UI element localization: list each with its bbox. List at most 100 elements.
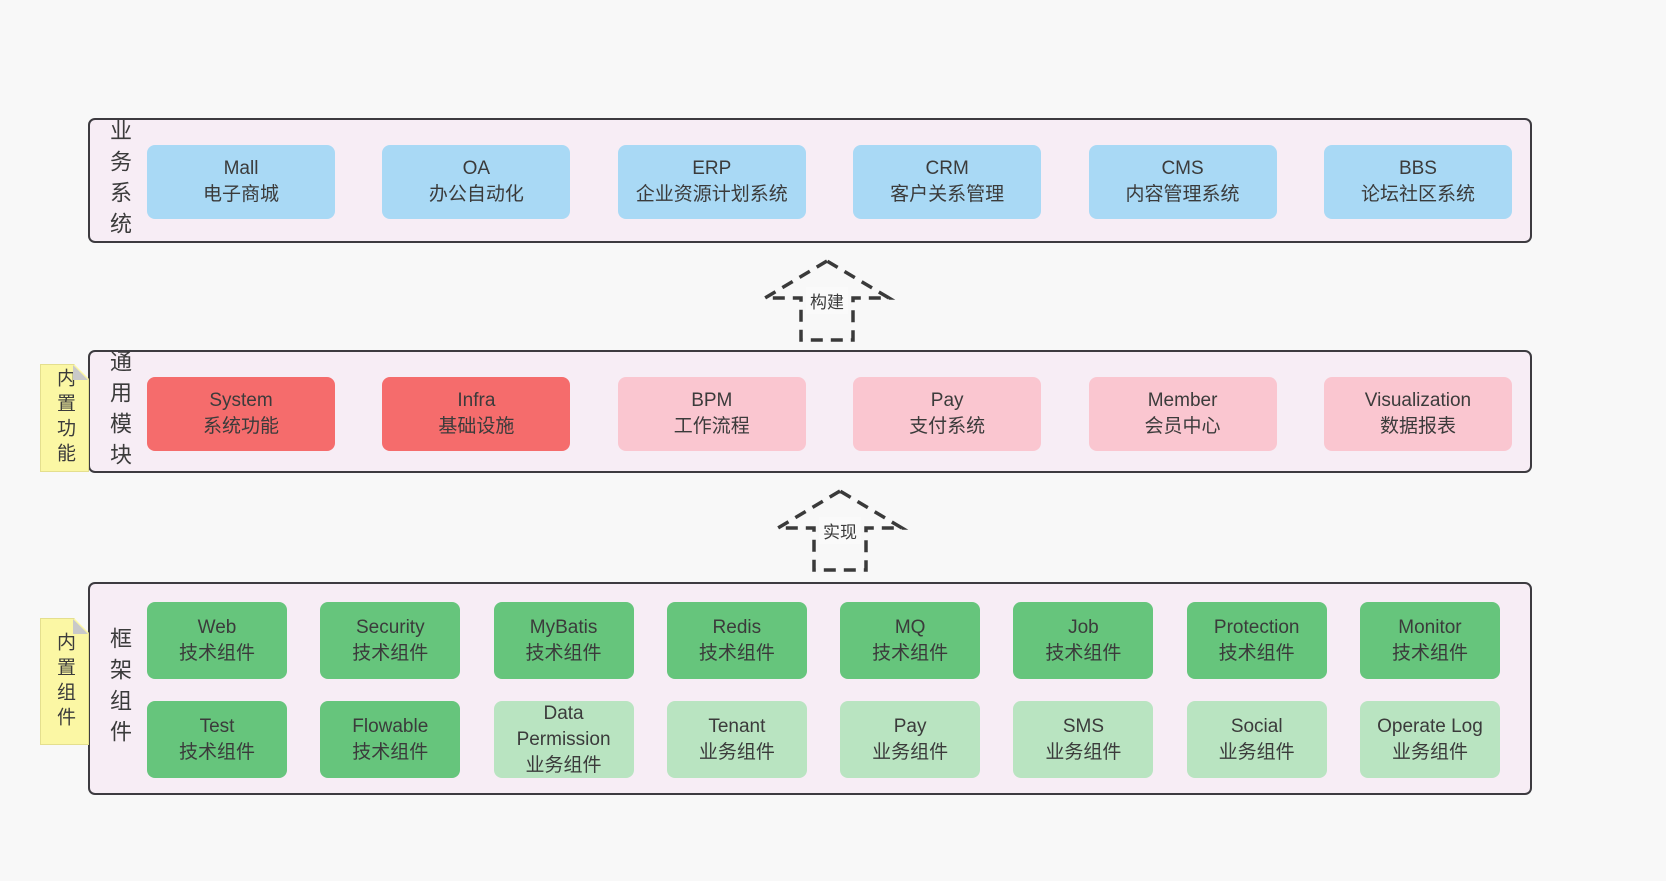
box-mybatis-desc: 技术组件 bbox=[525, 642, 602, 664]
box-security-name: Security bbox=[355, 616, 425, 638]
box-bbs: BBS 论坛社区系统 bbox=[1323, 145, 1512, 219]
box-redis-name: Redis bbox=[712, 616, 762, 638]
box-pay-module-name: Pay bbox=[930, 390, 964, 411]
box-sms-name: SMS bbox=[1062, 715, 1104, 737]
sticky-note-built-in-features-text: 内置功能 bbox=[54, 368, 75, 468]
box-crm: CRM 客户关系管理 bbox=[853, 145, 1042, 219]
box-mq-name: MQ bbox=[894, 616, 926, 638]
box-infra: Infra 基础设施 bbox=[382, 377, 571, 451]
box-test: Test 技术组件 bbox=[147, 701, 287, 778]
box-infra-name: Infra bbox=[457, 390, 496, 411]
band-business-systems-label: 业务系统 bbox=[107, 118, 132, 243]
box-bbs-name: BBS bbox=[1398, 158, 1437, 179]
box-job: Job 技术组件 bbox=[1013, 602, 1154, 679]
box-test-name: Test bbox=[199, 715, 235, 737]
box-security-desc: 技术组件 bbox=[352, 642, 429, 664]
folded-corner-icon bbox=[73, 365, 88, 380]
box-pay-module-desc: 支付系统 bbox=[909, 416, 986, 437]
box-system-desc: 系统功能 bbox=[202, 416, 279, 437]
arrow-build: 构建 bbox=[757, 256, 897, 344]
business-systems-row: Mall 电子商城 OA 办公自动化 ERP 企业资源计划系统 CRM 客户关系… bbox=[147, 145, 1512, 219]
folded-corner-icon bbox=[73, 619, 88, 634]
sticky-note-built-in-components: 内置组件 bbox=[40, 618, 89, 745]
box-visualization-desc: 数据报表 bbox=[1379, 416, 1456, 437]
box-flowable: Flowable 技术组件 bbox=[320, 701, 461, 778]
band-framework-components-label: 框架组件 bbox=[107, 626, 132, 751]
box-member-desc: 会员中心 bbox=[1144, 416, 1221, 437]
box-protection-desc: 技术组件 bbox=[1218, 642, 1295, 664]
box-oa-desc: 办公自动化 bbox=[428, 184, 524, 205]
arrow-implement-label: 实现 bbox=[819, 517, 861, 544]
box-cms-desc: 内容管理系统 bbox=[1125, 184, 1240, 205]
box-crm-name: CRM bbox=[925, 158, 969, 179]
box-monitor-name: Monitor bbox=[1398, 616, 1462, 638]
box-cms: CMS 内容管理系统 bbox=[1088, 145, 1277, 219]
box-pay-module: Pay 支付系统 bbox=[853, 377, 1042, 451]
box-flowable-desc: 技术组件 bbox=[352, 741, 429, 763]
arrow-implement: 实现 bbox=[770, 486, 910, 574]
box-job-desc: 技术组件 bbox=[1045, 642, 1122, 664]
box-web-desc: 技术组件 bbox=[178, 642, 255, 664]
box-mall-name: Mall bbox=[223, 158, 259, 179]
box-oa: OA 办公自动化 bbox=[382, 145, 571, 219]
box-pay-component: Pay 业务组件 bbox=[840, 701, 981, 778]
box-erp: ERP 企业资源计划系统 bbox=[617, 145, 806, 219]
box-mq: MQ 技术组件 bbox=[840, 602, 981, 679]
box-mybatis-name: MyBatis bbox=[529, 616, 598, 638]
common-modules-row: System 系统功能 Infra 基础设施 BPM 工作流程 Pay 支付系统… bbox=[147, 377, 1512, 451]
box-crm-desc: 客户关系管理 bbox=[890, 184, 1005, 205]
box-bbs-desc: 论坛社区系统 bbox=[1360, 184, 1475, 205]
sticky-note-built-in-components-text: 内置组件 bbox=[54, 631, 75, 732]
box-tenant-name: Tenant bbox=[708, 715, 766, 737]
box-social-desc: 业务组件 bbox=[1218, 741, 1295, 763]
box-mall: Mall 电子商城 bbox=[147, 145, 335, 219]
box-infra-desc: 基础设施 bbox=[438, 416, 515, 437]
box-bpm-desc: 工作流程 bbox=[673, 416, 750, 437]
box-tenant: Tenant 业务组件 bbox=[666, 701, 807, 778]
box-sms: SMS 业务组件 bbox=[1013, 701, 1154, 778]
box-operate-log: Operate Log 业务组件 bbox=[1359, 701, 1500, 778]
box-protection: Protection 技术组件 bbox=[1186, 602, 1327, 679]
box-data-permission-name: Data Permission bbox=[516, 702, 611, 750]
band-framework-components: 框架组件 Web 技术组件 Security 技术组件 MyBatis 技术组件… bbox=[88, 582, 1532, 795]
sticky-note-built-in-features: 内置功能 bbox=[40, 364, 89, 472]
box-flowable-name: Flowable bbox=[352, 715, 429, 737]
box-system: System 系统功能 bbox=[147, 377, 335, 451]
box-web: Web 技术组件 bbox=[147, 602, 287, 679]
box-data-permission: Data Permission 业务组件 bbox=[493, 701, 634, 778]
box-mall-desc: 电子商城 bbox=[202, 184, 279, 205]
box-social-name: Social bbox=[1230, 715, 1283, 737]
box-tenant-desc: 业务组件 bbox=[698, 741, 775, 763]
box-monitor-desc: 技术组件 bbox=[1391, 642, 1468, 664]
box-monitor: Monitor 技术组件 bbox=[1359, 602, 1500, 679]
box-cms-name: CMS bbox=[1161, 158, 1204, 179]
box-erp-desc: 企业资源计划系统 bbox=[635, 184, 788, 205]
box-member: Member 会员中心 bbox=[1088, 377, 1277, 451]
box-redis-desc: 技术组件 bbox=[698, 642, 775, 664]
box-web-name: Web bbox=[197, 616, 237, 638]
box-redis: Redis 技术组件 bbox=[666, 602, 807, 679]
band-business-systems: 业务系统 Mall 电子商城 OA 办公自动化 ERP 企业资源计划系统 CRM… bbox=[88, 118, 1532, 243]
box-security: Security 技术组件 bbox=[320, 602, 461, 679]
box-pay-component-name: Pay bbox=[893, 715, 927, 737]
box-mq-desc: 技术组件 bbox=[872, 642, 949, 664]
box-erp-name: ERP bbox=[692, 158, 732, 179]
box-system-name: System bbox=[209, 390, 273, 411]
box-test-desc: 技术组件 bbox=[178, 741, 255, 763]
box-data-permission-desc: 业务组件 bbox=[525, 754, 602, 776]
box-mybatis: MyBatis 技术组件 bbox=[493, 602, 634, 679]
box-visualization-name: Visualization bbox=[1364, 390, 1472, 411]
box-visualization: Visualization 数据报表 bbox=[1323, 377, 1512, 451]
framework-components-row-1: Web 技术组件 Security 技术组件 MyBatis 技术组件 Redi… bbox=[147, 602, 1500, 679]
box-job-name: Job bbox=[1068, 616, 1099, 638]
arrow-build-label: 构建 bbox=[806, 287, 848, 314]
box-operate-log-desc: 业务组件 bbox=[1391, 741, 1468, 763]
band-common-modules-label: 通用模块 bbox=[107, 349, 132, 474]
box-sms-desc: 业务组件 bbox=[1045, 741, 1122, 763]
box-bpm-name: BPM bbox=[691, 390, 733, 411]
box-bpm: BPM 工作流程 bbox=[617, 377, 806, 451]
box-oa-name: OA bbox=[462, 158, 491, 179]
box-member-name: Member bbox=[1147, 390, 1218, 411]
band-common-modules: 通用模块 System 系统功能 Infra 基础设施 BPM 工作流程 Pay… bbox=[88, 349, 1532, 474]
